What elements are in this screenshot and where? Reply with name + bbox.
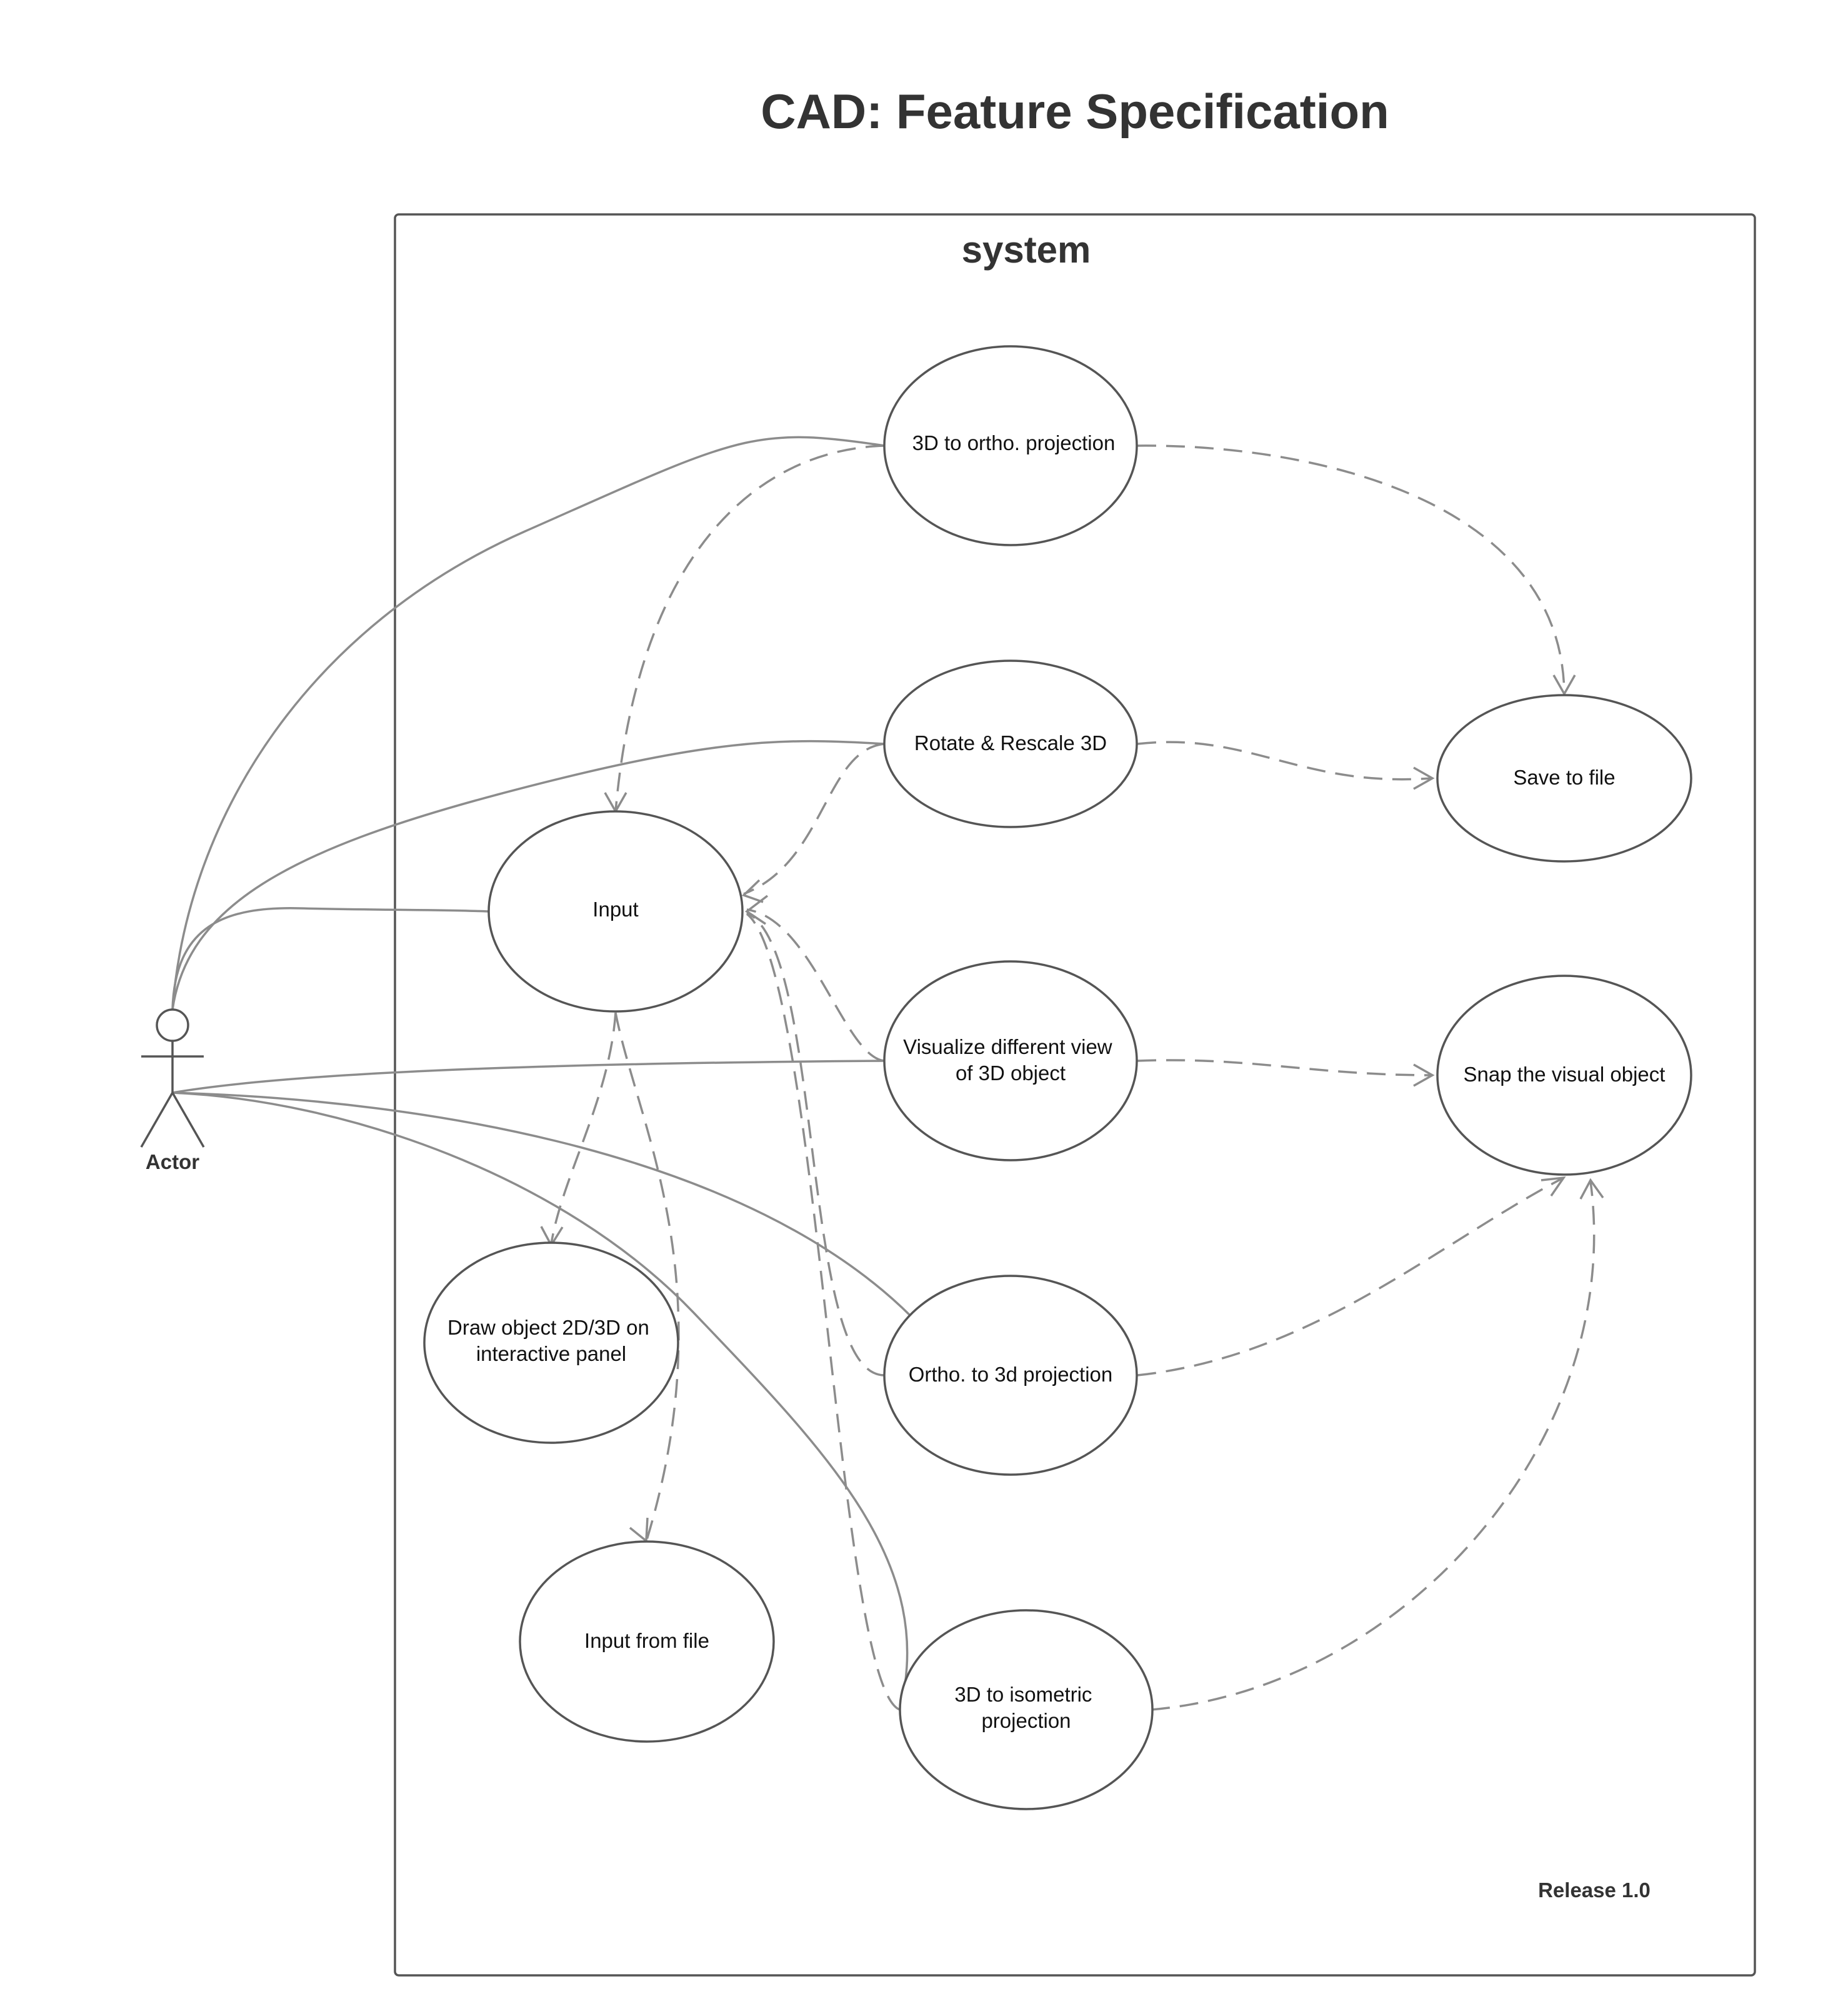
use-case-ellipse	[883, 659, 1138, 828]
actor-right-leg	[171, 1092, 205, 1148]
association-line	[171, 436, 885, 1010]
use-case-label: 3D to isometric projection	[954, 1683, 1097, 1732]
use-case-label: Rotate & Rescale 3D	[914, 731, 1107, 755]
dependency-line	[1137, 444, 1566, 695]
association-line	[172, 1060, 885, 1094]
use-case-snap[interactable]: Snap the visual object	[1436, 975, 1692, 1176]
arrowhead	[741, 879, 764, 903]
use-case-ellipse	[1436, 975, 1692, 1176]
dependency-line	[614, 1012, 680, 1540]
association-line	[171, 907, 489, 1010]
arrowhead	[1541, 1176, 1566, 1196]
diagram-title: CAD: Feature Specification	[761, 84, 1389, 139]
use-case-label: Input	[592, 898, 638, 921]
dependency-line	[1137, 1059, 1432, 1076]
dependency-line	[550, 1012, 617, 1245]
association-line	[172, 1091, 909, 1710]
use-case-save-to-file[interactable]: Save to file	[1436, 694, 1692, 863]
use-case-label-line: 3D to isometric	[954, 1683, 1092, 1706]
dependency-line	[746, 911, 885, 1377]
arrowhead	[629, 1517, 649, 1543]
release-label: Release 1.0	[1538, 1878, 1651, 1902]
use-case-label-line: Visualize different view	[903, 1035, 1112, 1058]
dependency-line	[614, 444, 885, 812]
use-case-3d-to-isometric[interactable]: 3D to isometric projection	[899, 1609, 1154, 1810]
use-case-input-from-file[interactable]: Input from file	[519, 1540, 775, 1743]
use-case-label: Save to file	[1513, 766, 1615, 789]
use-case-rotate-rescale[interactable]: Rotate & Rescale 3D	[883, 659, 1138, 828]
use-case-3d-to-ortho[interactable]: 3D to ortho. projection	[883, 345, 1138, 546]
use-case-ellipse	[423, 1241, 679, 1444]
use-case-label: Ortho. to 3d projection	[909, 1363, 1113, 1386]
use-case-visualize[interactable]: Visualize different view of 3D object	[883, 960, 1138, 1161]
use-case-ellipse	[487, 810, 744, 1013]
use-case-label-line: projection	[981, 1709, 1071, 1732]
use-case-label: Input from file	[584, 1629, 709, 1652]
association-line	[172, 1091, 912, 1317]
dependency-line	[743, 743, 885, 895]
actor[interactable]: Actor	[140, 1008, 205, 1173]
use-case-input[interactable]: Input	[487, 810, 744, 1013]
arrowhead	[744, 895, 769, 925]
arrowhead	[1413, 1063, 1435, 1087]
use-case-label-line: Draw object 2D/3D on	[447, 1316, 649, 1339]
use-case-label-line: interactive panel	[476, 1342, 626, 1365]
use-case-ellipse	[883, 960, 1138, 1161]
arrowhead	[1413, 766, 1435, 790]
dependency-line	[746, 908, 885, 1062]
use-case-draw-object[interactable]: Draw object 2D/3D on interactive panel	[423, 1241, 679, 1444]
use-case-label-line: of 3D object	[956, 1061, 1066, 1085]
actor-label: Actor	[146, 1150, 199, 1173]
use-case-label: 3D to ortho. projection	[912, 431, 1116, 454]
use-case-ellipse	[519, 1540, 775, 1743]
system-label: system	[962, 229, 1091, 271]
use-case-label: Draw object 2D/3D on interactive panel	[447, 1316, 655, 1365]
actor-left-leg	[140, 1092, 174, 1148]
dependency-line	[1137, 1177, 1563, 1377]
use-case-ortho-to-3d[interactable]: Ortho. to 3d projection	[883, 1275, 1138, 1476]
arrowhead	[1579, 1178, 1604, 1200]
system-boundary	[394, 213, 1756, 1977]
use-case-ellipse	[883, 1275, 1138, 1476]
use-case-label: Visualize different view of 3D object	[903, 1035, 1118, 1085]
dependency-line	[1151, 1181, 1596, 1711]
dependency-line	[746, 913, 901, 1711]
arrowhead	[1552, 675, 1576, 696]
actor-head	[156, 1008, 189, 1042]
dependency-line	[1137, 741, 1432, 781]
use-case-ellipse	[1436, 694, 1692, 863]
use-case-ellipse	[883, 345, 1138, 546]
arrowheads	[540, 675, 1604, 1543]
use-case-label: Snap the visual object	[1464, 1063, 1666, 1086]
dependency-lines	[550, 444, 1596, 1711]
association-lines	[171, 436, 912, 1710]
use-case-ellipse	[899, 1609, 1154, 1810]
